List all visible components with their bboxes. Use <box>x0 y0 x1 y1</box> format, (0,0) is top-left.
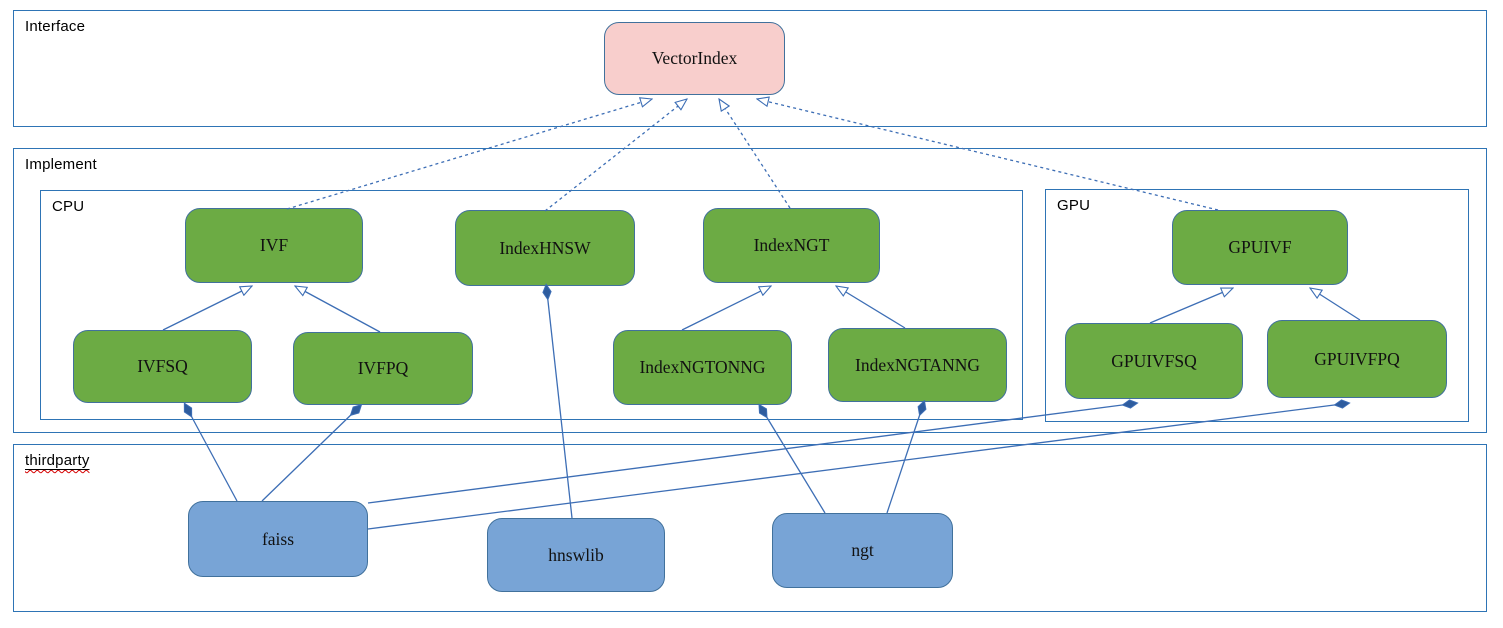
node-label-ivf: IVF <box>259 235 289 255</box>
node-label-indexngtanng: IndexNGTANNG <box>855 354 980 375</box>
node-gpuivfsq: GPUIVFSQ <box>1065 323 1243 399</box>
node-indexngtonng: IndexNGTONNG <box>613 330 792 405</box>
container-label-text-thirdparty: thirdparty <box>25 452 90 469</box>
node-ivfsq: IVFSQ <box>73 330 252 403</box>
container-label-gpu: GPU <box>1057 197 1090 214</box>
node-indexngtanng: IndexNGTANNG <box>828 328 1007 402</box>
node-label-gpuivfpq: GPUIVFPQ <box>1314 348 1400 369</box>
node-label-indexngt: IndexNGT <box>753 235 830 255</box>
node-label-gpuivf: GPUIVF <box>1228 237 1292 257</box>
node-hnswlib: hnswlib <box>487 518 665 592</box>
node-label-vectorindex: VectorIndex <box>651 48 738 68</box>
container-label-text-gpu: GPU <box>1057 197 1091 214</box>
node-label-gpuivfsq: GPUIVFSQ <box>1111 350 1197 371</box>
container-label-interface: Interface <box>25 18 85 35</box>
container-label-thirdparty: thirdparty <box>25 452 90 469</box>
node-faiss: faiss <box>188 501 368 577</box>
node-indexngt: IndexNGT <box>703 208 880 283</box>
container-label-implement: Implement <box>25 156 97 173</box>
node-label-ivfsq: IVFSQ <box>137 356 188 376</box>
node-ngt: ngt <box>772 513 953 588</box>
container-label-text-cpu: CPU <box>52 198 85 215</box>
container-label-text-interface: Interface <box>25 18 86 35</box>
node-gpuivfpq: GPUIVFPQ <box>1267 320 1447 398</box>
container-label-cpu: CPU <box>52 198 84 215</box>
node-label-ivfpq: IVFPQ <box>357 358 409 378</box>
node-ivfpq: IVFPQ <box>293 332 473 405</box>
container-label-text-implement: Implement <box>25 156 97 173</box>
node-vectorindex: VectorIndex <box>604 22 785 95</box>
node-ivf: IVF <box>185 208 363 283</box>
node-gpuivf: GPUIVF <box>1172 210 1348 285</box>
node-label-indexhnsw: IndexHNSW <box>499 237 591 258</box>
node-label-faiss: faiss <box>261 528 295 549</box>
node-label-indexngtonng: IndexNGTONNG <box>639 357 766 377</box>
node-indexhnsw: IndexHNSW <box>455 210 635 286</box>
node-label-ngt: ngt <box>851 540 874 560</box>
node-label-hnswlib: hnswlib <box>548 544 604 565</box>
